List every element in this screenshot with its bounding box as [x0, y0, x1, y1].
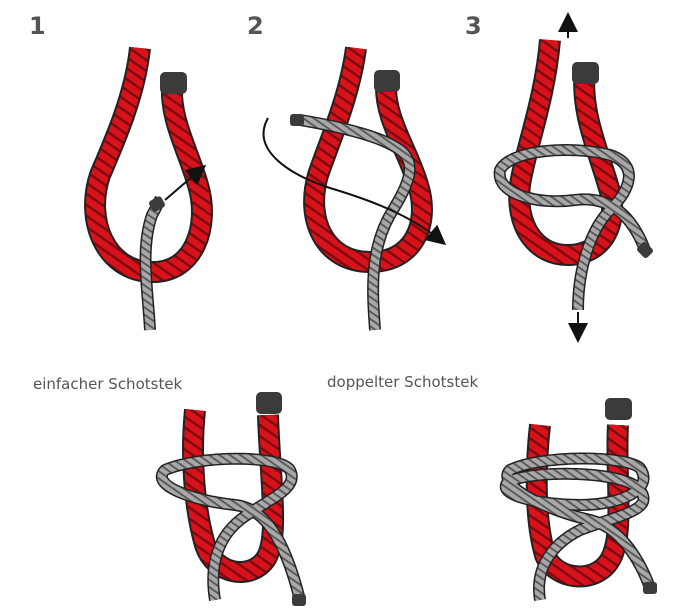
- rope-end-cap-single: [256, 392, 282, 414]
- step-1-drawing: [95, 48, 202, 330]
- rope-end-cap-step1: [160, 72, 187, 94]
- rope-end-cap-double: [605, 398, 632, 420]
- rope-end-cap-step2: [374, 70, 400, 92]
- double-sheet-bend-drawing: [506, 398, 657, 600]
- step-2-drawing: [264, 48, 440, 330]
- single-sheet-bend-drawing: [162, 392, 306, 606]
- rope-end-cap-step3: [572, 62, 599, 84]
- step-3-drawing: [500, 20, 655, 335]
